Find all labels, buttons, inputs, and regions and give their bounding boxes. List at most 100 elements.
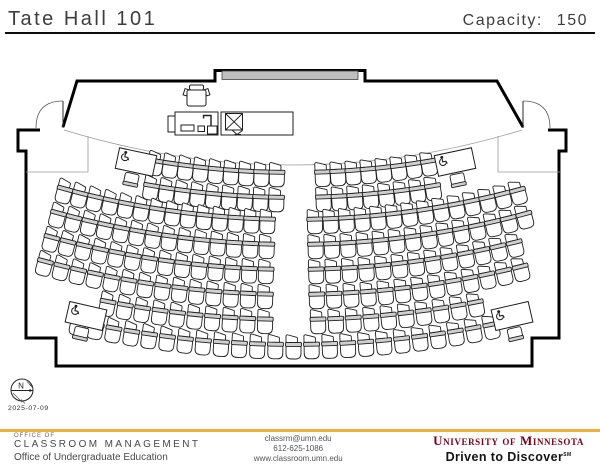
seat xyxy=(186,278,207,306)
seat xyxy=(326,308,345,334)
page-title: Tate Hall 101 xyxy=(8,8,158,30)
seat xyxy=(409,274,430,302)
seat xyxy=(337,207,356,234)
floorplan-svg: N 2025-07-09 xyxy=(8,69,568,412)
seat xyxy=(308,283,326,310)
monitor-table xyxy=(220,111,294,136)
seat xyxy=(206,255,226,282)
seat xyxy=(361,305,381,332)
seat xyxy=(343,159,363,186)
seat xyxy=(251,186,270,213)
seat xyxy=(159,224,180,252)
wall-perimeter xyxy=(16,128,568,368)
seat xyxy=(306,208,324,235)
seat xyxy=(221,281,241,308)
seat xyxy=(330,185,349,212)
seat xyxy=(328,160,348,187)
seat xyxy=(105,240,128,269)
instructor-chair xyxy=(182,84,211,107)
seat xyxy=(307,258,325,285)
seat xyxy=(257,258,275,285)
seat xyxy=(230,332,249,359)
room-walls xyxy=(16,69,568,368)
seat xyxy=(376,181,396,209)
seat xyxy=(258,208,277,235)
tagline-sm-mark: SM xyxy=(563,451,572,458)
seat xyxy=(413,299,434,327)
seat xyxy=(152,274,173,302)
floor-lines xyxy=(26,129,560,173)
seat xyxy=(175,227,196,254)
seat xyxy=(172,251,193,279)
seat xyxy=(204,280,224,307)
capacity-value: 150 xyxy=(556,12,588,29)
seat xyxy=(356,331,376,358)
footer-email: classrm@umn.edu xyxy=(264,434,332,443)
seat xyxy=(114,293,136,322)
seat xyxy=(323,258,342,284)
seat xyxy=(210,205,230,232)
seat xyxy=(392,277,413,304)
seat xyxy=(224,232,244,259)
seat xyxy=(256,283,275,310)
seat xyxy=(202,305,222,332)
doors xyxy=(35,100,551,129)
seat xyxy=(242,208,261,234)
seat xyxy=(465,290,487,319)
seat xyxy=(226,207,246,234)
seat xyxy=(438,244,460,273)
seat xyxy=(220,306,240,333)
seat xyxy=(378,304,399,331)
seat xyxy=(389,252,410,280)
seat xyxy=(122,244,144,272)
compass-n-label: N xyxy=(18,382,24,391)
capacity-text: Capacity: xyxy=(462,12,543,29)
seat xyxy=(267,187,286,213)
seat xyxy=(221,159,241,186)
seat xyxy=(427,322,448,350)
seat xyxy=(285,334,302,360)
seat xyxy=(306,233,325,260)
seat xyxy=(204,183,224,210)
seat xyxy=(169,276,190,304)
plan-date: 2025-07-09 xyxy=(8,405,49,412)
accessible-table xyxy=(433,147,480,191)
monitor-icon xyxy=(225,113,243,136)
seat xyxy=(219,184,239,211)
seat xyxy=(338,332,357,359)
seat xyxy=(139,247,160,275)
seat xyxy=(185,303,205,331)
seat xyxy=(340,257,359,284)
seat xyxy=(406,250,427,278)
seat xyxy=(252,161,271,188)
footer-office-block: OFFICE OF CLASSROOM MANAGEMENT Office of… xyxy=(14,433,200,463)
header-divider xyxy=(5,32,595,35)
seat xyxy=(121,320,142,348)
seat xyxy=(445,319,466,348)
seat xyxy=(358,280,378,308)
seat xyxy=(345,184,365,211)
seat xyxy=(257,233,276,260)
seat xyxy=(239,282,258,309)
seat xyxy=(443,269,464,297)
seat xyxy=(188,181,208,208)
seat xyxy=(155,249,177,277)
gold-divider-bar xyxy=(0,429,600,432)
seat xyxy=(101,265,123,294)
seat xyxy=(476,262,499,291)
seat xyxy=(370,229,391,256)
seat xyxy=(189,253,209,281)
seat xyxy=(302,334,321,360)
seat xyxy=(256,308,274,335)
seat xyxy=(314,186,333,213)
seat xyxy=(167,301,188,329)
seat xyxy=(384,202,404,230)
seat xyxy=(206,158,226,185)
right-door xyxy=(522,100,551,129)
seat xyxy=(132,296,153,324)
seat xyxy=(396,301,416,329)
seat xyxy=(448,293,469,322)
tagline-text: Driven to Discover xyxy=(445,450,564,464)
university-wordmark: University of Minnesota xyxy=(433,433,584,448)
seat xyxy=(118,268,140,297)
